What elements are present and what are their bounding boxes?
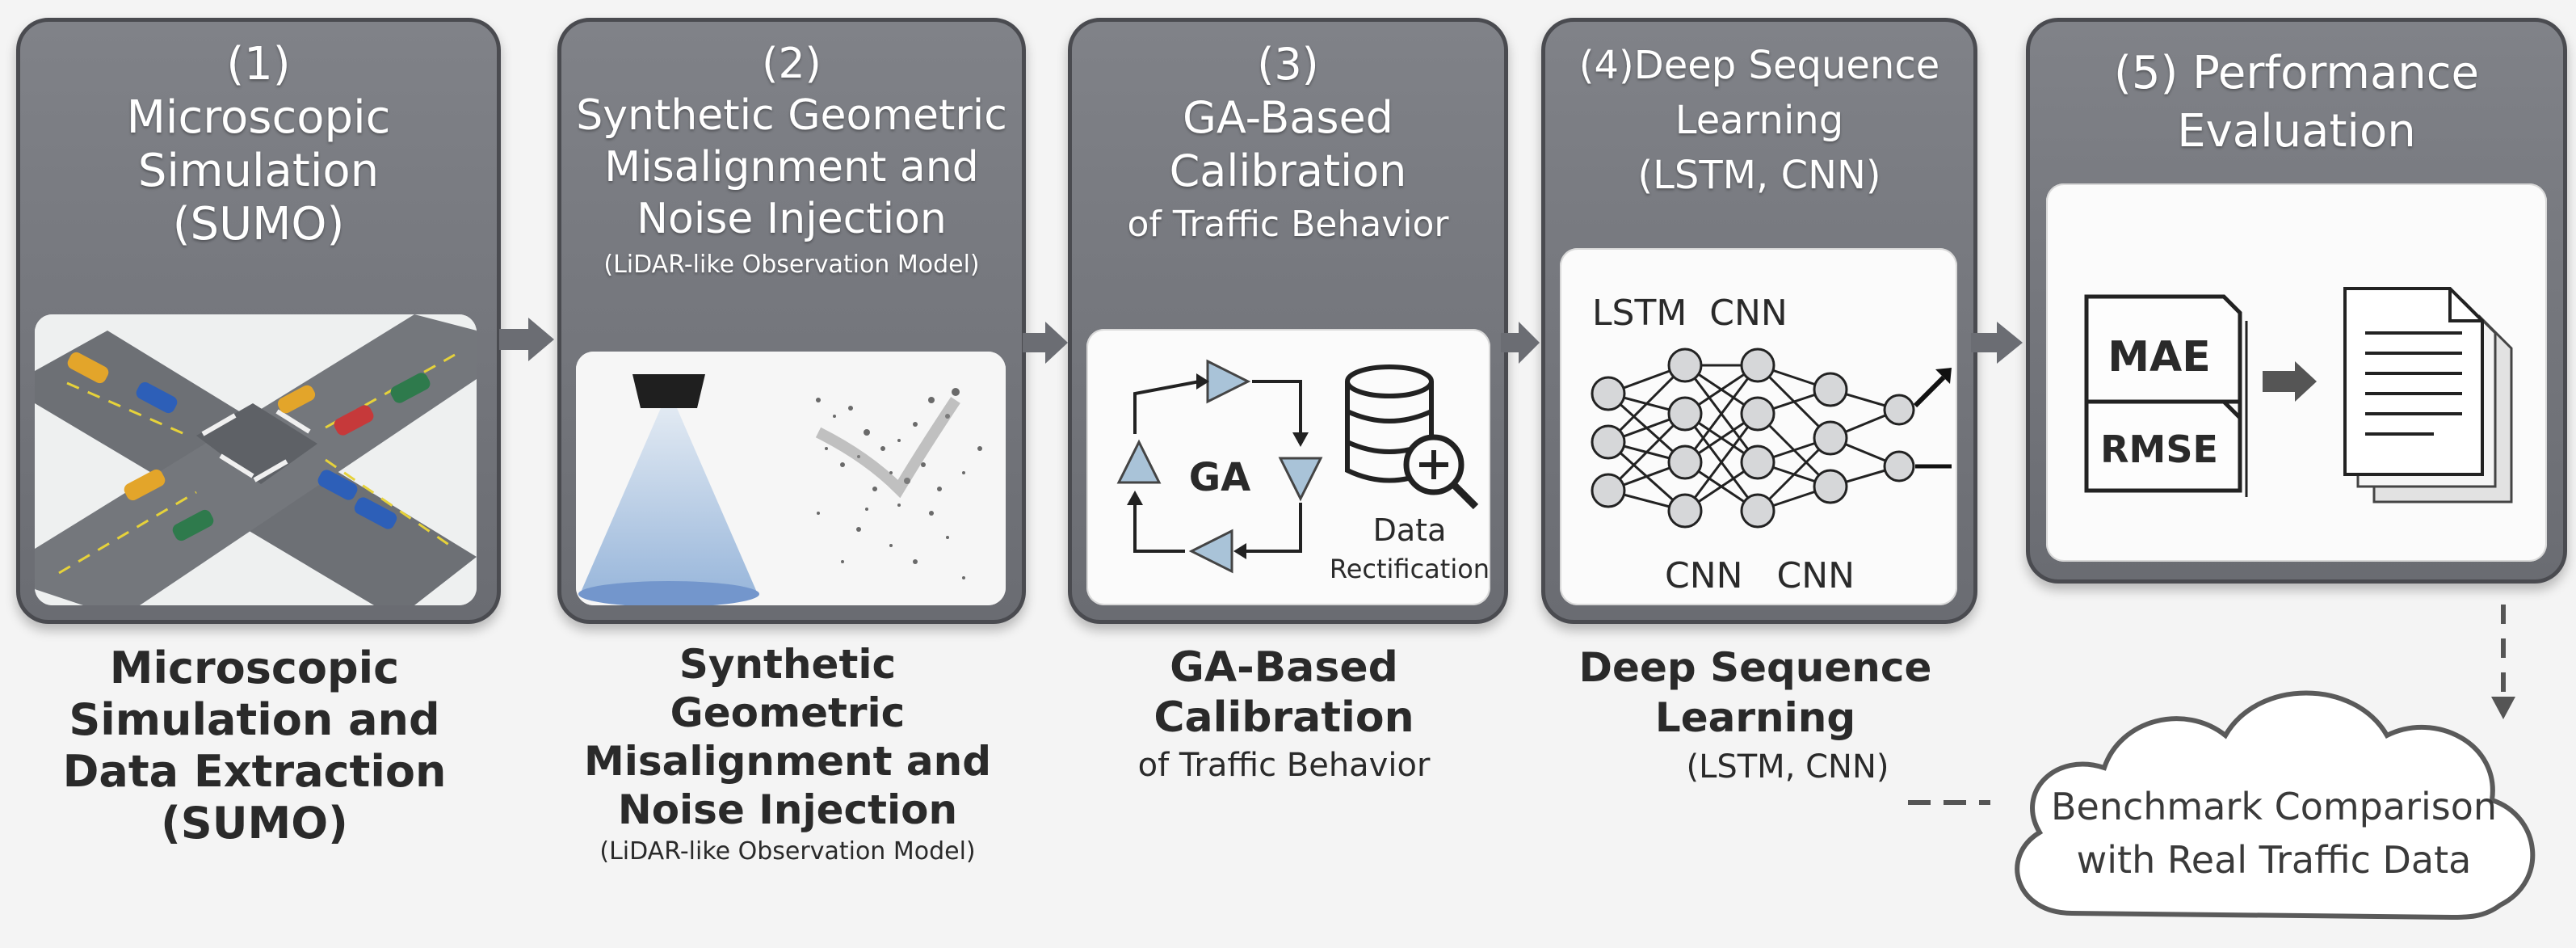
intersection-panel <box>35 314 477 605</box>
stage-4-title: (4)Deep Sequence Learning (LSTM, CNN) <box>1545 38 1973 203</box>
output-arrow-icon <box>1913 368 1952 469</box>
stage-2-title: (2) Synthetic Geometric Misalignment and… <box>561 38 1022 285</box>
stage-2-box: (2) Synthetic Geometric Misalignment and… <box>557 18 1026 624</box>
arrow-1-to-2 <box>499 318 554 361</box>
stage-3-number: (3) <box>1257 39 1319 90</box>
caption-2-line: Noise Injection <box>617 786 958 833</box>
caption-2-line: Synthetic <box>679 641 897 688</box>
lidar-sensor-icon <box>632 374 705 408</box>
lidar-illustration <box>576 352 1006 605</box>
stage-3-title-line: of Traffic Behavior <box>1127 204 1449 245</box>
caption-3-line: Calibration <box>1154 693 1414 742</box>
benchmark-line: Benchmark Comparison <box>2050 785 2498 828</box>
caption-3-sub: of Traffic Behavior <box>1137 747 1431 784</box>
caption-4-line: Deep Sequence <box>1578 644 1932 691</box>
car-icon <box>67 352 431 541</box>
stage-1-title: (1) Microscopic Simulation (SUMO) <box>20 38 497 251</box>
neural-bottom-labels: CNN CNN <box>1665 555 1855 596</box>
caption-2-line: Misalignment and <box>583 738 992 785</box>
stage-3-title-line: GA-Based <box>1183 92 1393 143</box>
stage-2-title-line: Synthetic Geometric <box>576 91 1007 140</box>
stage-1-title-line: Simulation <box>137 145 380 197</box>
stage-5-title-line: (5) Performance <box>2114 47 2479 99</box>
stage-2-number: (2) <box>762 40 822 88</box>
metric-mae-label: MAE <box>2107 333 2211 381</box>
stage-3-box: (3) GA-Based Calibration of Traffic Beha… <box>1068 18 1508 624</box>
stage-5-title-line: Evaluation <box>2177 105 2416 158</box>
benchmark-text: Benchmark Comparison with Real Traffic D… <box>1995 780 2553 887</box>
caption-4: Deep Sequence Learning (LSTM, CNN) <box>1541 643 1969 791</box>
rectification-label: Rectification <box>1330 554 1490 584</box>
arrow-2-to-3 <box>1023 322 1068 364</box>
dashed-arrow-down <box>2491 605 2515 719</box>
caption-2-line: Geometric <box>670 689 906 736</box>
intersection-illustration <box>35 314 477 605</box>
ga-cycle-icon <box>1116 359 1323 574</box>
caption-1: Microscopic Simulation and Data Extracti… <box>16 643 493 849</box>
metric-document-icon <box>2084 294 2248 497</box>
benchmark-cloud-shape <box>2015 690 2536 921</box>
stage-5-title: (5) Performance Evaluation <box>2030 44 2563 161</box>
stage-4-title-line: Learning <box>1675 98 1844 143</box>
stage-2-subtitle: (LiDAR-like Observation Model) <box>603 251 980 279</box>
stage-5-box: (5) Performance Evaluation MAE RMSE <box>2026 18 2567 584</box>
caption-1-line: Data Extraction <box>62 746 447 797</box>
caption-1-line: Microscopic <box>109 643 400 693</box>
stage-3-title: (3) GA-Based Calibration of Traffic Beha… <box>1072 38 1504 251</box>
lidar-panel <box>576 352 1006 605</box>
network-nodes <box>1591 348 1915 529</box>
network-connections <box>1607 364 1900 512</box>
arrow-3-to-4 <box>1501 322 1540 364</box>
evaluation-illustration: MAE RMSE <box>2084 287 2513 503</box>
ga-cycle-illustration: GA Data Rectification <box>1116 359 1490 584</box>
neural-net-panel: LSTM CNN <box>1560 248 1957 605</box>
stage-4-title-line: (4)Deep Sequence <box>1578 43 1940 88</box>
report-document-icon <box>2343 287 2513 503</box>
caption-1-line: (SUMO) <box>161 798 348 849</box>
data-label: Data <box>1373 512 1447 548</box>
arrow-4-to-5 <box>1971 322 2023 364</box>
stage-2-title-line: Noise Injection <box>637 195 947 243</box>
stage-1-number: (1) <box>226 38 291 91</box>
stage-1-title-line: (SUMO) <box>172 198 345 251</box>
neural-top-labels: LSTM CNN <box>1592 293 1788 334</box>
database-search-icon <box>1345 364 1479 510</box>
metric-rmse-label: RMSE <box>2100 428 2218 471</box>
benchmark-line: with Real Traffic Data <box>2076 838 2472 882</box>
stage-3-title-line: Calibration <box>1169 145 1407 196</box>
caption-2-sub: (LiDAR-like Observation Model) <box>599 837 976 866</box>
right-arrow-icon <box>2263 361 2317 402</box>
ga-label: GA <box>1189 455 1251 500</box>
neural-network-illustration: LSTM CNN <box>1591 293 1952 596</box>
caption-3-line: GA-Based <box>1170 643 1398 692</box>
caption-4-sub: (LSTM, CNN) <box>1686 748 1889 786</box>
caption-2: Synthetic Geometric Misalignment and Noi… <box>557 640 1018 870</box>
lidar-beam-cone <box>580 408 758 594</box>
evaluation-panel: MAE RMSE <box>2046 183 2547 562</box>
stage-1-title-line: Microscopic <box>126 91 391 144</box>
stage-4-box: (4)Deep Sequence Learning (LSTM, CNN) LS… <box>1541 18 1977 624</box>
caption-4-line: Learning <box>1654 694 1856 741</box>
caption-1-line: Simulation and <box>69 694 440 745</box>
stage-4-title-line: (LSTM, CNN) <box>1637 153 1881 198</box>
ga-panel: GA Data Rectification <box>1086 329 1490 605</box>
stage-2-title-line: Misalignment and <box>604 143 979 192</box>
stage-1-box: (1) Microscopic Simulation (SUMO) <box>16 18 501 624</box>
caption-3: GA-Based Calibration of Traffic Behavior <box>1068 643 1500 788</box>
dashed-connector-left <box>1908 800 1990 805</box>
